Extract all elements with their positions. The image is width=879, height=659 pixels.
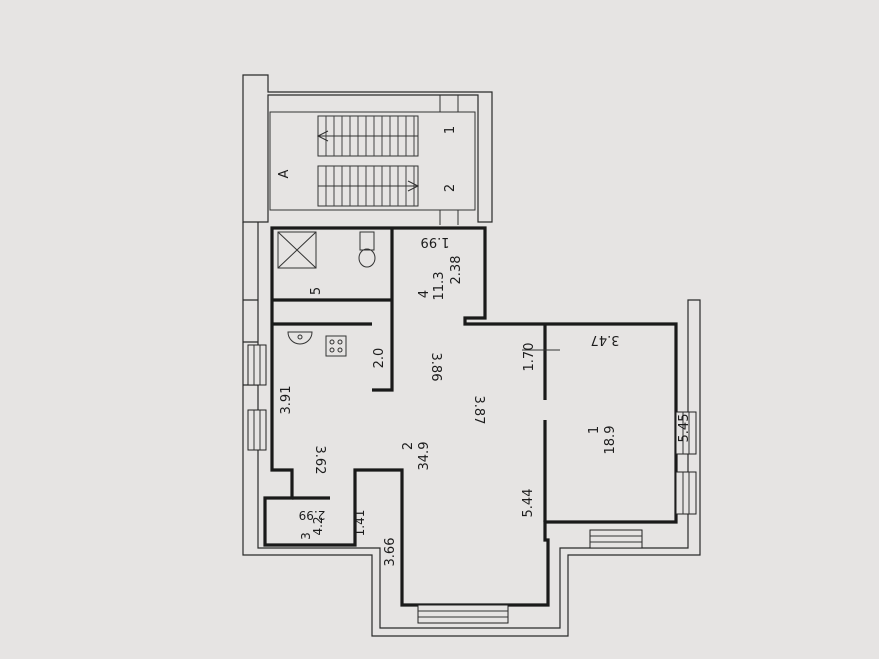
dim-3-62: 3.62 <box>312 446 327 475</box>
dim-3-47: 3.47 <box>591 332 620 347</box>
stair-flight-lower <box>317 165 420 207</box>
dim-1-99: 1.99 <box>421 234 450 249</box>
dim-1-70: 1.70 <box>522 343 537 372</box>
stair-well <box>269 95 476 225</box>
window-room-1-right-a <box>675 411 697 455</box>
sink-icon <box>287 331 313 345</box>
dim-2-38: 2.38 <box>449 256 464 285</box>
room-3-area: 4.2 <box>311 516 325 535</box>
room-5-number: 5 <box>309 287 324 295</box>
dim-5-45: 5.45 <box>677 414 692 443</box>
window-room-1-right-b <box>675 471 697 515</box>
dim-5-44: 5.44 <box>521 489 536 518</box>
room-1-area: 18.9 <box>603 426 618 455</box>
stair-label: A <box>277 169 292 178</box>
stair-flight-upper <box>316 115 419 157</box>
window-room-2 <box>417 604 509 624</box>
stair-flight-2-label: 2 <box>443 184 458 192</box>
dim-3-87: 3.87 <box>471 396 486 425</box>
window-room-1-bottom <box>589 529 643 549</box>
dim-3-86: 3.86 <box>428 353 443 382</box>
building-outline <box>242 74 701 637</box>
room-4-number: 4 <box>417 290 432 298</box>
dim-3-91: 3.91 <box>279 386 294 415</box>
stair-flight-1-label: 1 <box>443 126 458 134</box>
room-2-area: 34.9 <box>417 442 432 471</box>
room-1-number: 1 <box>587 426 602 434</box>
window-left-upper <box>247 344 267 386</box>
fixtures <box>277 231 376 357</box>
dim-3-66: 3.66 <box>383 538 398 567</box>
bathtub-icon <box>277 231 317 269</box>
window-left-lower <box>247 409 267 451</box>
apartment-walls <box>263 226 678 607</box>
toilet-icon <box>358 231 376 268</box>
dim-2-99: 2.99 <box>299 508 326 522</box>
windows <box>247 344 697 624</box>
room-2-number: 2 <box>401 442 416 450</box>
dim-2-0: 2.0 <box>372 348 387 369</box>
room-4-area: 11.3 <box>432 272 447 301</box>
dim-1-41: 1.41 <box>353 510 367 537</box>
stove-icon <box>325 335 347 357</box>
room-3-number: 3 <box>299 532 313 540</box>
